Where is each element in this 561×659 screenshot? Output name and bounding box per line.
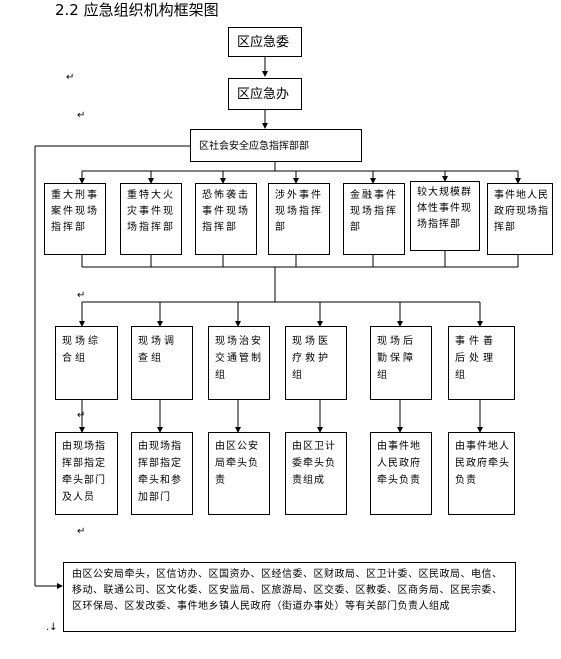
page-heading: 2.2 应急组织机构框架图	[55, 1, 219, 19]
group-medical: 现场医疗救护组	[285, 326, 347, 400]
node-local-gov-cmd: 事件地人民政府现场指挥部	[487, 183, 553, 255]
node-foreign-affairs-cmd: 涉外事件现场指挥部	[268, 183, 330, 255]
node-foreign-affairs-cmd-label: 涉外事件现场指挥部	[275, 190, 323, 233]
duty-general-label: 由现场指挥部指定牵头部门及人员	[62, 441, 106, 503]
node-major-criminal-cmd: 重大刑事案件现场指挥部	[44, 183, 106, 255]
node-district-emergency-committee: 区应急委	[228, 27, 302, 57]
duty-logistics-label: 由事件地人民政府牵头负责	[377, 441, 421, 486]
node-security-command-label: 区社会安全应急指挥部部	[199, 141, 309, 152]
duty-logistics: 由事件地人民政府牵头负责	[370, 432, 432, 515]
duty-aftermath: 由事件地人民政府牵头负责	[448, 432, 515, 515]
paragraph-mark-icon: .↓	[46, 622, 58, 633]
member-departments-text: 由区公安局牵头，区信访办、区国资办、区经信委、区财政局、区卫计委、区民政局、电信…	[72, 569, 503, 612]
group-aftermath: 事件善后处理组	[448, 326, 515, 400]
duty-general: 由现场指挥部指定牵头部门及人员	[55, 432, 118, 515]
duty-investigation-label: 由现场指挥部指定牵头和参加部门	[138, 441, 182, 503]
node-major-fire-cmd: 重特大火灾事件现场指挥部	[120, 183, 182, 255]
group-investigation-label: 现场调查组	[138, 336, 177, 364]
node-local-gov-cmd-label: 事件地人民政府现场指挥部	[494, 190, 549, 233]
duty-security-traffic-label: 由区公安局牵头负责	[215, 441, 259, 486]
group-aftermath-label: 事件善后处理组	[455, 336, 497, 381]
node-mass-incident-cmd-label: 较大规模群体性事件现场指挥部	[417, 187, 472, 230]
group-investigation: 现场调查组	[131, 326, 193, 400]
group-logistics-label: 现场后勤保障组	[377, 336, 416, 381]
duty-medical: 由区卫计委牵头负责组成	[285, 432, 347, 515]
paragraph-mark-icon: ↵	[77, 526, 86, 537]
node-district-emergency-office: 区应急办	[228, 78, 302, 110]
group-security-traffic: 现场治安交通管制组	[208, 326, 270, 400]
paragraph-mark-icon: ↵	[77, 410, 86, 421]
group-general-label: 现场综合组	[62, 336, 101, 364]
node-mass-incident-cmd: 较大规模群体性事件现场指挥部	[410, 181, 480, 251]
paragraph-mark-icon: ↵	[66, 72, 75, 83]
node-major-criminal-cmd-label: 重大刑事案件现场指挥部	[51, 190, 99, 233]
duty-aftermath-label: 由事件地人民政府牵头负责	[455, 441, 510, 486]
node-district-emergency-office-label: 区应急办	[237, 87, 290, 102]
paragraph-mark-icon: ↵	[77, 290, 86, 301]
node-finance-cmd-label: 金融事件现场指挥部	[350, 190, 398, 233]
paragraph-mark-icon: ↵	[77, 110, 86, 121]
duty-security-traffic: 由区公安局牵头负责	[208, 432, 270, 515]
duty-medical-label: 由区卫计委牵头负责组成	[292, 441, 336, 486]
node-major-fire-cmd-label: 重特大火灾事件现场指挥部	[127, 190, 175, 233]
node-terror-attack-cmd: 恐怖袭击事件现场指挥部	[195, 183, 257, 255]
group-general: 现场综合组	[55, 326, 118, 400]
group-security-traffic-label: 现场治安交通管制组	[215, 336, 263, 381]
duty-investigation: 由现场指挥部指定牵头和参加部门	[131, 432, 193, 515]
node-finance-cmd: 金融事件现场指挥部	[343, 183, 405, 255]
node-district-emergency-committee-label: 区应急委	[237, 35, 290, 50]
group-logistics: 现场后勤保障组	[370, 326, 432, 400]
node-security-command: 区社会安全应急指挥部部	[190, 129, 362, 162]
group-medical-label: 现场医疗救护组	[292, 336, 331, 381]
node-terror-attack-cmd-label: 恐怖袭击事件现场指挥部	[202, 190, 250, 233]
member-departments-box: 由区公安局牵头，区信访办、区国资办、区经信委、区财政局、区卫计委、区民政局、电信…	[63, 562, 516, 632]
